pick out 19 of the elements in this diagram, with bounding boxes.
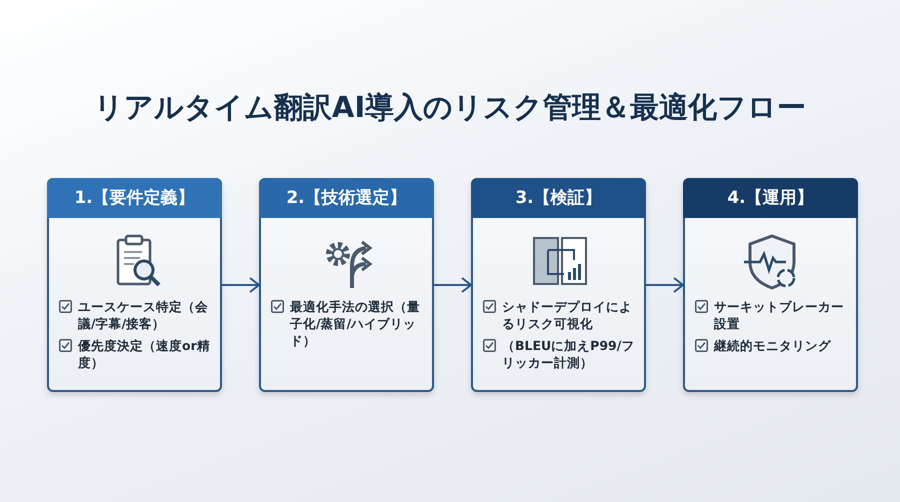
step-card: [683, 178, 858, 392]
card-header: 2.【技術選定】: [259, 178, 434, 218]
card-header: 3.【検証】: [471, 178, 646, 218]
checklist-item: ユースケース特定（会議/字幕/接客）: [78, 298, 209, 332]
checklist-item: 優先度決定（速度or精度）: [78, 337, 211, 371]
card-header: 1.【要件定義】: [47, 178, 222, 218]
title: リアルタイム翻訳AI導入のリスク管理＆最適化フロー: [92, 89, 808, 126]
checklist-item: 最適化手法の選択（量子化/蒸留/ハイブリッド）: [290, 298, 421, 349]
arrow: [434, 277, 472, 293]
arrow: [646, 277, 684, 293]
card-header: 4.【運用】: [683, 178, 858, 218]
step-card: [471, 178, 646, 392]
step-card: [47, 178, 222, 392]
checklist-item: サーキットブレーカー設置: [714, 298, 845, 332]
step-card: [259, 178, 434, 392]
arrow: [222, 277, 260, 293]
checklist-item: シャドーデプロイによるリスク可視化: [502, 298, 633, 332]
checklist-item: （BLEUに加えP99/フリッカー計測）: [502, 337, 636, 371]
checklist-item: 継続的モニタリング: [714, 337, 831, 354]
